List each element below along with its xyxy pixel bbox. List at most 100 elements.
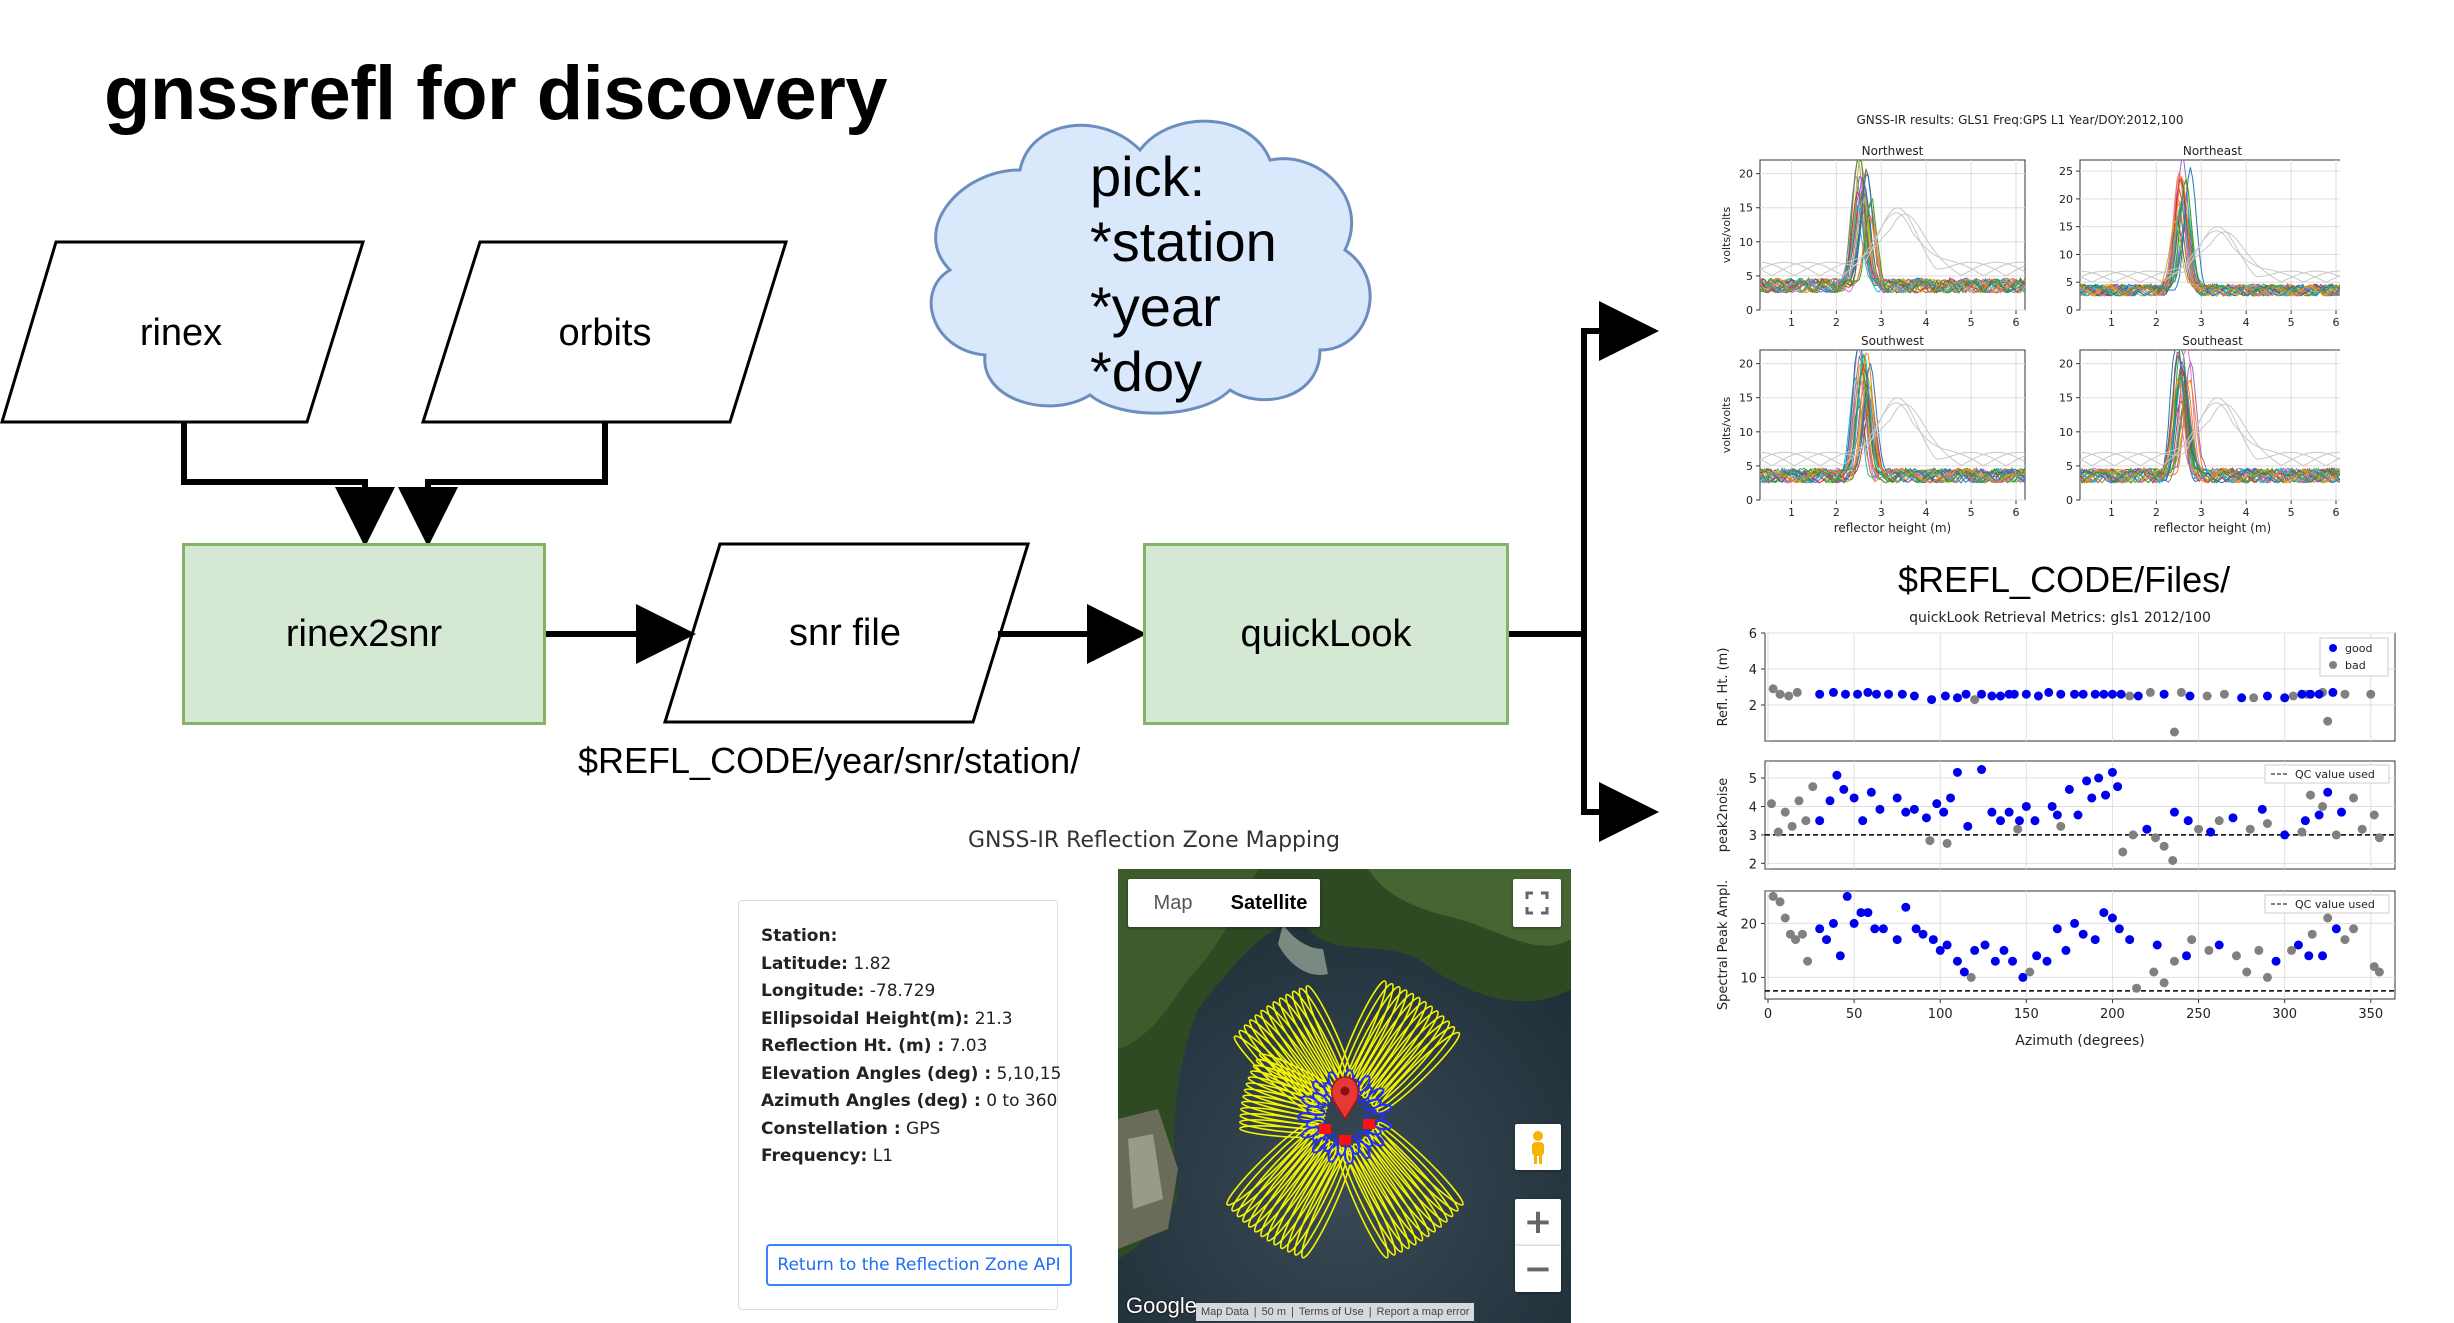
low-elevation-ellipse: [1357, 1140, 1371, 1159]
y-axis-label: Spectral Peak Ampl.: [1716, 880, 1731, 1010]
map-data-link[interactable]: Map Data: [1201, 1306, 1249, 1318]
legend-bad-label: bad: [2345, 659, 2366, 672]
good-point: [1940, 691, 1950, 701]
periodogram-series-line: [1760, 207, 2025, 276]
bad-point: [2287, 945, 2297, 955]
good-point: [1849, 918, 1859, 928]
y-tick-label: 25: [2059, 165, 2073, 178]
good-point: [2064, 784, 2074, 794]
map-pin-body: [1331, 1076, 1359, 1121]
info-label: Longitude:: [761, 981, 865, 1001]
legend-bad-marker: [2329, 661, 2337, 669]
periodogram-series-line: [1760, 413, 2025, 484]
good-point: [2300, 816, 2310, 826]
bad-point: [2357, 824, 2367, 834]
x-tick-label: 6: [2333, 506, 2340, 519]
info-value: 7.03: [944, 1036, 988, 1056]
good-point: [1921, 813, 1931, 823]
reflection-zone-map[interactable]: Map Satellite + − Google Map Data|50 m|T…: [1118, 869, 1571, 1323]
legend-good-marker: [2329, 644, 2337, 652]
orbits-to-rinex2snr-connector: [398, 422, 608, 547]
map-scale[interactable]: 50 m: [1261, 1306, 1287, 1318]
good-point: [1872, 689, 1881, 699]
fullscreen-button[interactable]: [1513, 879, 1561, 927]
cloud-line-year: *year: [1090, 275, 1221, 338]
good-point: [2070, 689, 2080, 699]
good-point: [1892, 935, 1902, 945]
terms-link[interactable]: Terms of Use: [1298, 1306, 1364, 1318]
info-value: 21.3: [969, 1008, 1013, 1029]
good-point: [1884, 689, 1894, 699]
good-point: [2328, 687, 2338, 697]
good-point: [1959, 967, 1969, 977]
good-point: [2021, 801, 2031, 811]
bad-point: [2323, 716, 2333, 726]
x-tick-label: 4: [1923, 506, 1930, 519]
good-point: [1832, 770, 1842, 780]
y-tick-label: 15: [2059, 392, 2073, 405]
good-point: [2073, 810, 2083, 820]
reflection-ellipse: [1376, 1031, 1461, 1114]
good-point: [1963, 821, 1973, 831]
bad-point: [1794, 796, 1804, 806]
map-type-satellite-tab[interactable]: Satellite: [1230, 892, 1308, 914]
good-point: [2331, 924, 2341, 934]
zoom-out-button[interactable]: −: [1515, 1245, 1561, 1292]
reflection-ellipse: [1372, 1128, 1454, 1218]
periodogram-series-line: [1760, 403, 2025, 467]
x-tick-label: 0: [1764, 1007, 1772, 1022]
info-label: Reflection Ht. (m) :: [761, 1036, 945, 1056]
info-value: L1: [867, 1146, 894, 1166]
panel-title: Southeast: [2182, 334, 2243, 348]
bad-point: [2128, 830, 2138, 840]
rinex-to-rinex2snr-connector: [181, 422, 395, 547]
low-elevation-ellipse: [1367, 1087, 1385, 1102]
y-tick-label: 0: [2066, 304, 2073, 317]
info-row: Station:: [761, 923, 1057, 951]
x-tick-label: 6: [2013, 506, 2020, 519]
low-elevation-ellipse: [1300, 1126, 1320, 1139]
good-point: [1996, 691, 2005, 701]
return-to-reflection-zone-button[interactable]: Return to the Reflection Zone API: [766, 1244, 1072, 1286]
map-type-map-tab[interactable]: Map: [1153, 892, 1193, 914]
y-tick-label: 10: [1739, 236, 1753, 249]
reflection-ellipse: [1371, 1020, 1451, 1107]
bad-point: [1775, 897, 1785, 907]
y-tick-label: 2: [1749, 857, 1757, 872]
periodogram-series-line: [1760, 352, 2025, 484]
panel-title: Northeast: [2183, 144, 2243, 158]
street-view-button[interactable]: [1515, 1124, 1561, 1170]
good-point: [2306, 689, 2315, 699]
good-point: [1839, 784, 1849, 794]
good-point: [1911, 924, 1921, 934]
bad-point: [2306, 790, 2315, 800]
y-tick-label: 2: [1749, 699, 1757, 714]
x-tick-label: 3: [1878, 506, 1885, 519]
y-axis-label: volts/volts: [1720, 397, 1733, 454]
good-point: [1970, 945, 1980, 955]
y-tick-label: 5: [2066, 460, 2073, 473]
x-tick-label: 4: [1923, 316, 1930, 329]
bad-point: [1808, 782, 1818, 792]
report-error-link[interactable]: Report a map error: [1376, 1306, 1470, 1318]
good-point: [1999, 945, 2009, 955]
rinex2snr-label: rinex2snr: [285, 612, 443, 655]
good-point: [2214, 940, 2224, 950]
info-label: Station:: [761, 926, 838, 946]
good-point: [1897, 689, 1907, 699]
y-tick-label: 15: [2059, 221, 2073, 234]
x-tick-label: 3: [1878, 316, 1885, 329]
good-point: [1952, 693, 1962, 703]
y-tick-label: 5: [1746, 460, 1753, 473]
zoom-in-button[interactable]: +: [1515, 1199, 1561, 1245]
map-page-caption: GNSS-IR Reflection Zone Mapping: [968, 828, 1341, 853]
reflection-ellipse: [1341, 1148, 1397, 1256]
info-row: Ellipsoidal Height(m): 21.3: [761, 1006, 1057, 1034]
good-point: [2293, 940, 2303, 950]
bad-point: [1787, 821, 1797, 831]
panel-title: Southwest: [1861, 334, 1924, 348]
periodogram-series-line: [2080, 400, 2340, 484]
y-tick-label: 3: [1749, 829, 1757, 844]
